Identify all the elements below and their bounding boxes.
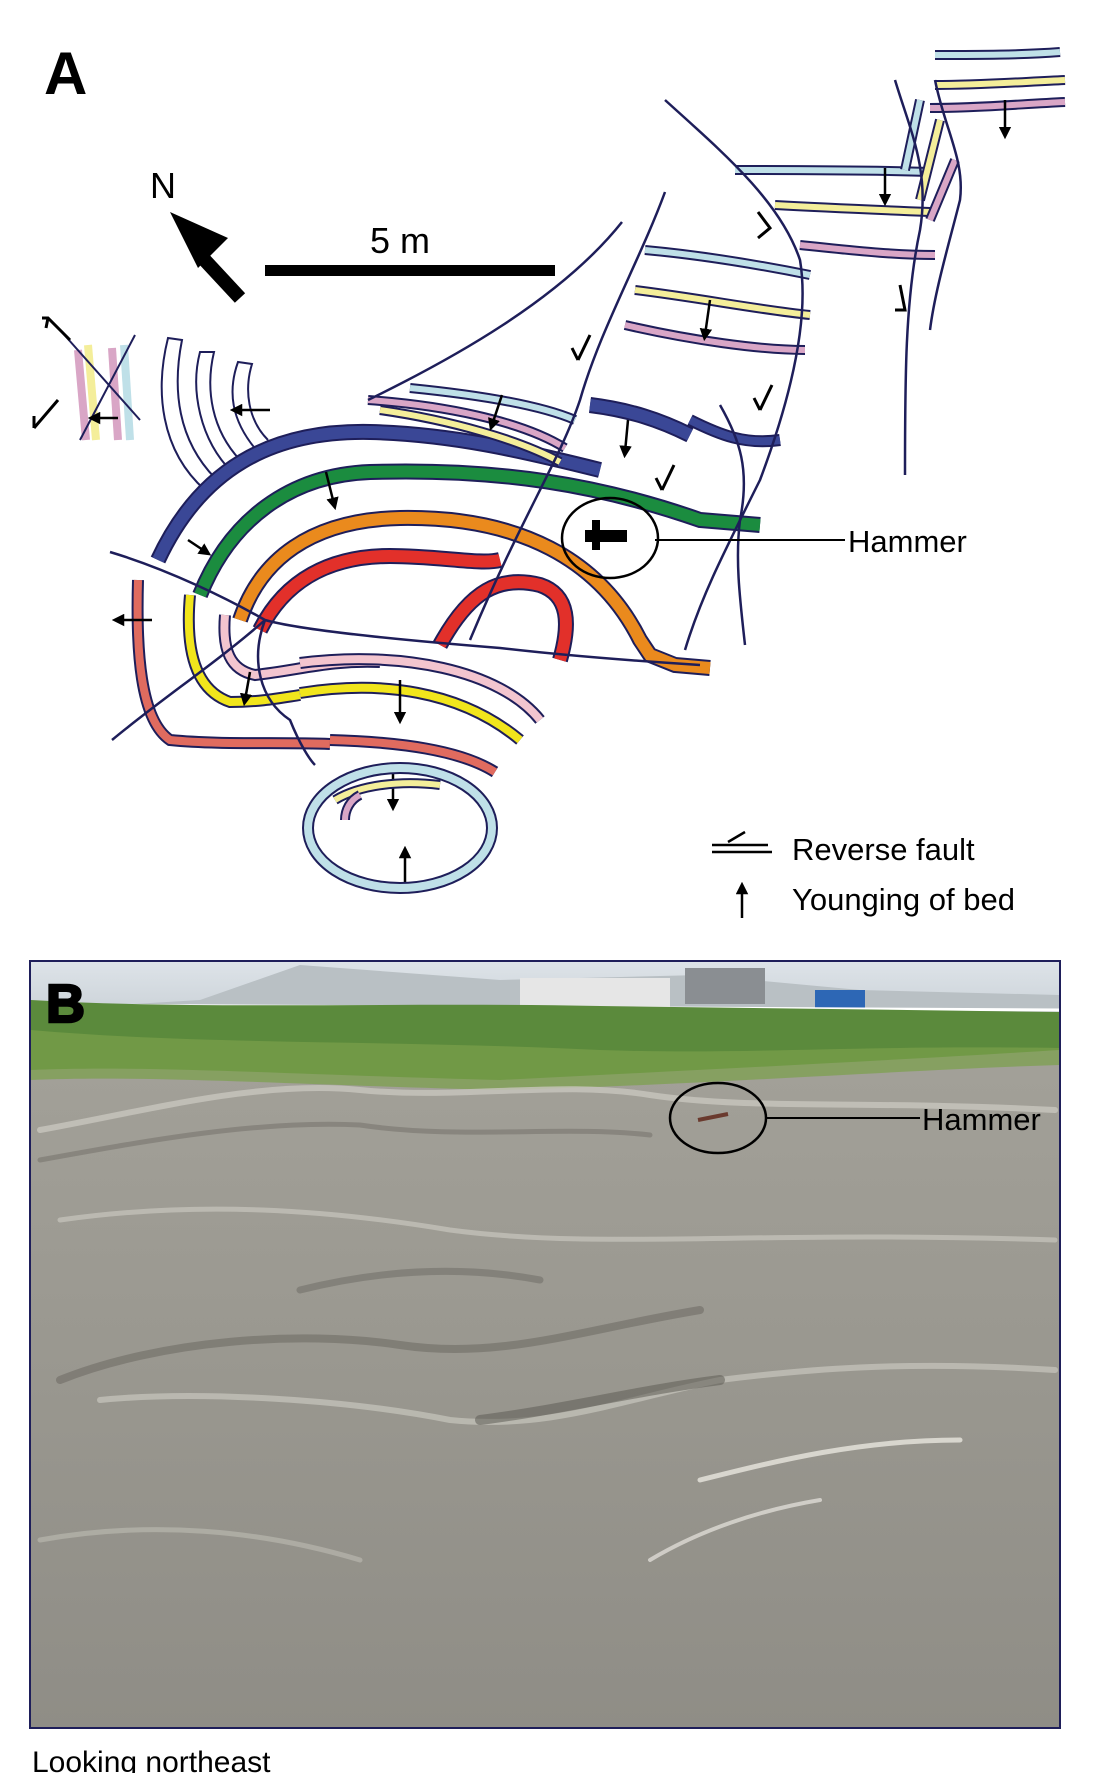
north-arrow-icon: N <box>150 165 246 303</box>
legend-younging: Younging of bed <box>792 882 1015 917</box>
right-block-beds <box>623 47 1066 355</box>
reverse-fault-icon <box>712 830 772 854</box>
offset-beds-left <box>32 316 141 441</box>
legend: Reverse fault Younging of bed <box>712 830 1015 918</box>
background-scene <box>30 962 1060 1090</box>
sand-layers <box>37 1085 1058 1563</box>
hammer-in-photo <box>697 1112 729 1122</box>
hammer-label-a: Hammer <box>848 524 967 559</box>
younging-arrows <box>111 100 1012 885</box>
fault-sense-marks <box>570 211 907 491</box>
fault-lines <box>109 79 962 766</box>
hammer-label-b: Hammer <box>922 1102 1041 1137</box>
legend-reverse-fault: Reverse fault <box>792 832 975 867</box>
panel-b-photo: B Hammer <box>29 960 1061 1729</box>
panel-a-label: A <box>44 40 87 107</box>
panel-a-diagram: A N 5 m <box>32 40 1066 918</box>
scale-label: 5 m <box>370 220 430 261</box>
outline-beds-left <box>160 336 270 491</box>
scale-bar: 5 m <box>265 220 555 276</box>
hammer-annotation-a: Hammer <box>560 496 967 580</box>
panel-b-label: B <box>46 974 85 1034</box>
north-label: N <box>150 165 176 206</box>
hammer-annotation-b: Hammer <box>668 1081 1041 1155</box>
caption: Looking northeast <box>32 1746 271 1773</box>
bed-ring <box>302 762 498 894</box>
fold-beds <box>131 383 781 778</box>
